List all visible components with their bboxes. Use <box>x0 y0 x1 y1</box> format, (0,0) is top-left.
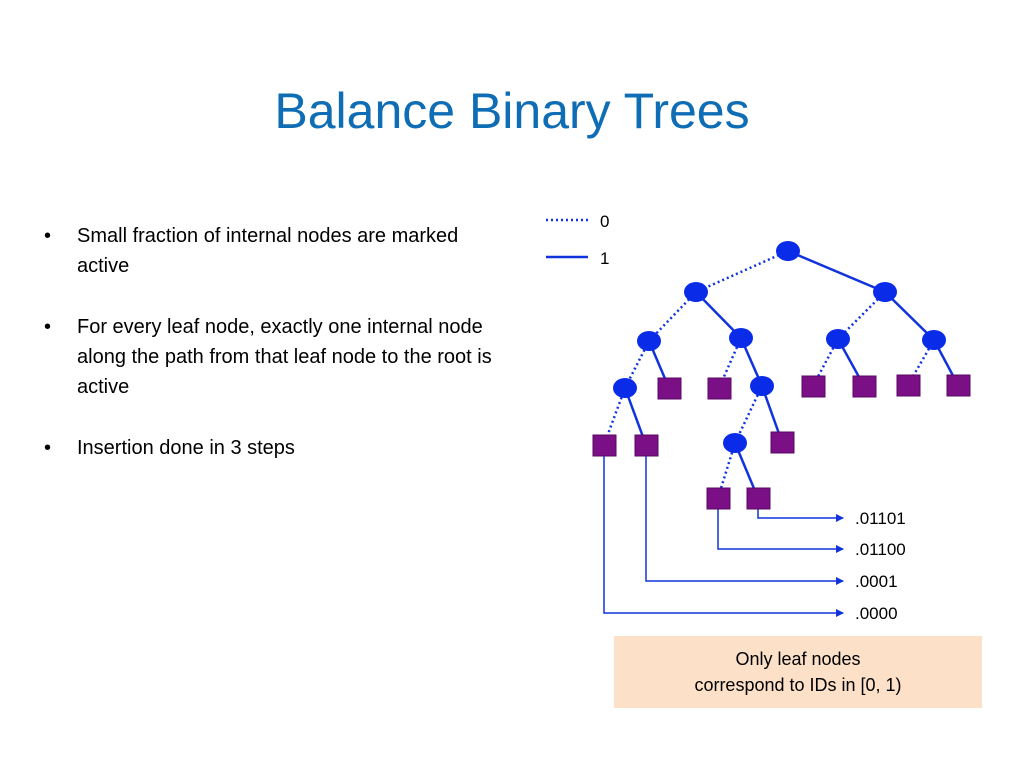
leaf-node <box>634 434 659 457</box>
id-label: .01100 <box>855 540 906 559</box>
leaf-node <box>592 434 617 457</box>
bullet-item: • Insertion done in 3 steps <box>44 433 494 463</box>
id-label: .01101 <box>855 509 906 528</box>
bullet-text: Small fraction of internal nodes are mar… <box>77 225 459 277</box>
tree-edge <box>811 338 840 387</box>
internal-node <box>637 331 661 351</box>
bullet-marker: • <box>44 316 52 338</box>
tree-edge <box>884 291 935 341</box>
tree-edge <box>648 291 697 342</box>
id-arrow <box>757 509 844 522</box>
tree-edge <box>787 249 886 294</box>
internal-node <box>723 433 747 453</box>
internal-node <box>776 241 800 261</box>
legend-one-label: 1 <box>600 249 609 268</box>
leaf-node <box>770 431 795 454</box>
leaf-node <box>896 374 921 397</box>
bullet-marker: • <box>44 225 52 247</box>
note-line-1: Only leaf nodes <box>735 649 861 669</box>
bullet-list: • Small fraction of internal nodes are m… <box>44 221 494 494</box>
tree-edge <box>623 340 651 389</box>
bullet-item: • For every leaf node, exactly one inter… <box>44 312 494 402</box>
internal-node <box>684 282 708 302</box>
tree-edge <box>695 249 789 294</box>
legend-zero-label: 0 <box>600 212 609 231</box>
bullet-text: For every leaf node, exactly one interna… <box>77 316 492 398</box>
note-box: Only leaf nodes correspond to IDs in [0,… <box>614 636 982 708</box>
tree-edge <box>837 291 886 340</box>
id-arrow <box>645 456 844 585</box>
leaf-node <box>746 487 771 510</box>
leaf-node <box>946 374 971 397</box>
internal-node <box>613 378 637 398</box>
id-label: .0001 <box>855 572 898 591</box>
internal-node <box>750 376 774 396</box>
leaf-node <box>852 375 877 398</box>
internal-node <box>826 329 850 349</box>
bullet-item: • Small fraction of internal nodes are m… <box>44 221 494 281</box>
leaf-node <box>801 375 826 398</box>
tree-edge <box>906 339 936 386</box>
internal-node <box>873 282 897 302</box>
leaf-node <box>657 377 682 400</box>
internal-node <box>729 328 753 348</box>
tree-edge <box>733 385 764 444</box>
id-label: .0000 <box>855 604 898 623</box>
id-arrow <box>603 456 844 617</box>
leaf-node <box>707 377 732 400</box>
note-line-2: correspond to IDs in [0, 1) <box>694 675 902 695</box>
internal-node <box>922 330 946 350</box>
bullet-marker: • <box>44 437 52 459</box>
slide-title: Balance Binary Trees <box>274 83 750 139</box>
bullet-text: Insertion done in 3 steps <box>77 437 295 459</box>
leaf-node <box>706 487 731 510</box>
id-arrow <box>717 509 844 553</box>
